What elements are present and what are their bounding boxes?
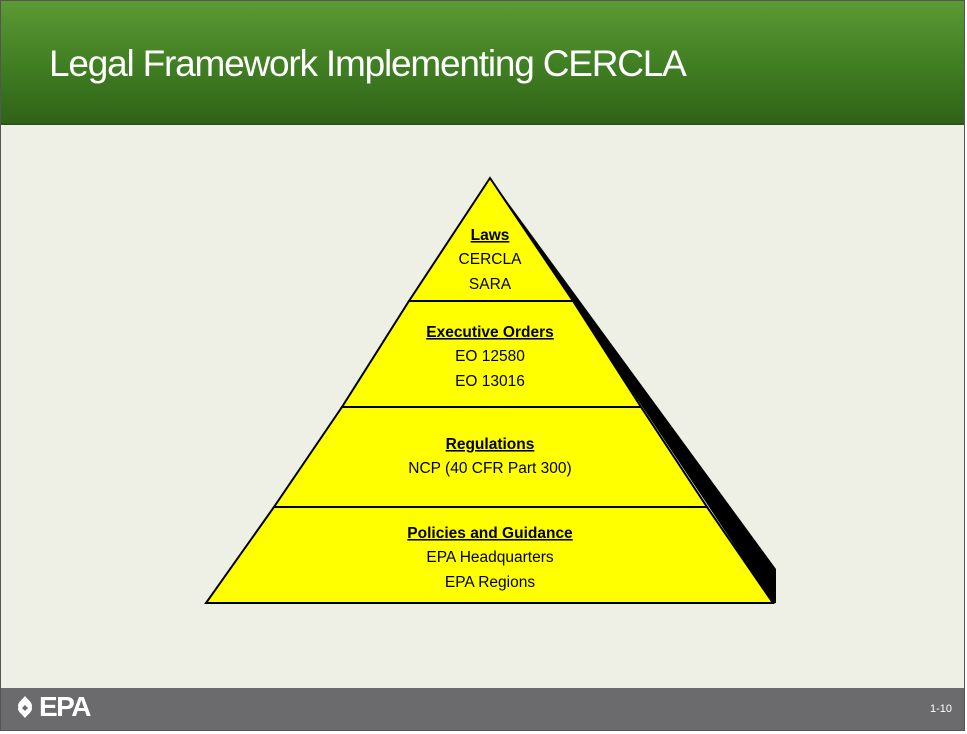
tier-policies-line: EPA Headquarters — [426, 549, 553, 566]
tier-laws-heading: Laws — [471, 227, 510, 244]
tier-executive-orders-line: EO 13016 — [455, 373, 525, 390]
footer-bar: EPA 1-10 — [1, 688, 964, 730]
tier-regulations-shape — [272, 406, 709, 508]
tier-laws-line: CERCLA — [459, 251, 523, 268]
page-number: 1-10 — [929, 703, 952, 715]
tier-laws-line: SARA — [469, 276, 512, 293]
tier-policies-shape — [204, 506, 775, 604]
pyramid-diagram: Laws CERCLA SARA Executive Orders EO 125… — [204, 176, 776, 604]
epa-flower-icon — [18, 696, 32, 718]
tier-policies-heading: Policies and Guidance — [407, 525, 573, 542]
tier-executive-orders-heading: Executive Orders — [426, 324, 554, 341]
tier-regulations-heading: Regulations — [446, 436, 535, 453]
tier-regulations-line: NCP (40 CFR Part 300) — [408, 460, 571, 477]
epa-logo: EPA — [13, 691, 92, 723]
tier-executive-orders-line: EO 12580 — [455, 348, 525, 365]
tier-policies-line: EPA Regions — [445, 574, 535, 591]
logo-text: EPA — [39, 691, 92, 722]
title-bar: Legal Framework Implementing CERCLA — [1, 1, 964, 125]
slide-title: Legal Framework Implementing CERCLA — [49, 43, 687, 84]
